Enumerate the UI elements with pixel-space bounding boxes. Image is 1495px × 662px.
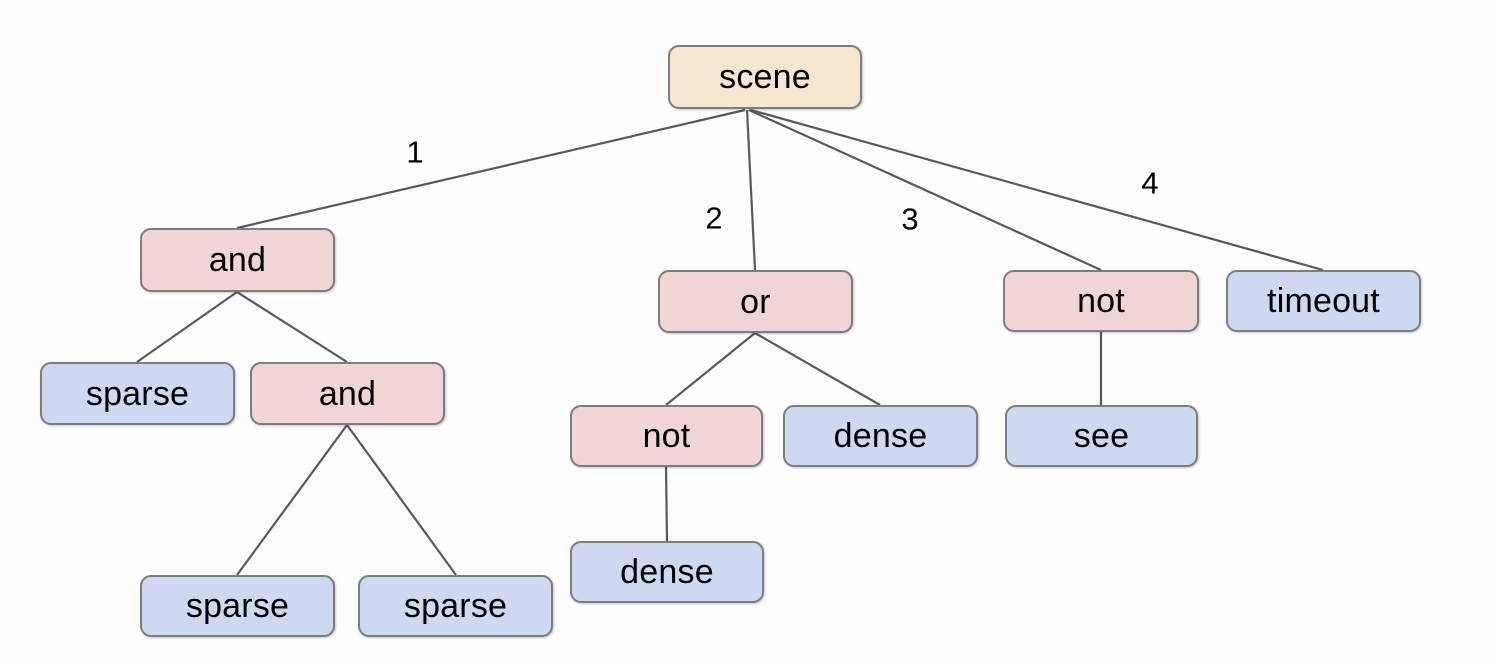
- tree-edge-scene-to-timeout1: [750, 108, 1324, 272]
- tree-node-dense1[interactable]: dense: [783, 405, 978, 467]
- tree-node-label: dense: [620, 553, 714, 591]
- tree-node-sparse1[interactable]: sparse: [40, 362, 235, 425]
- edge-label-4: 4: [1141, 165, 1159, 201]
- tree-node-label: and: [208, 241, 267, 279]
- tree-node-scene[interactable]: scene: [668, 45, 862, 109]
- tree-edge-scene-to-or1: [745, 109, 757, 271]
- tree-node-timeout1[interactable]: timeout: [1226, 270, 1421, 332]
- tree-node-label: and: [318, 374, 377, 413]
- tree-node-label: sparse: [403, 587, 508, 625]
- tree-node-not2[interactable]: not: [1003, 270, 1199, 332]
- tree-edge-or1-to-dense1: [754, 332, 881, 406]
- tree-edge-and2-to-sparse2: [236, 424, 348, 576]
- tree-node-label: see: [1073, 417, 1130, 455]
- tree-node-sparse3[interactable]: sparse: [358, 575, 553, 637]
- tree-node-label: not: [642, 417, 691, 455]
- tree-node-label: not: [1077, 282, 1125, 320]
- tree-node-label: scene: [719, 58, 811, 96]
- tree-node-label: sparse: [185, 587, 290, 625]
- tree-node-or1[interactable]: or: [658, 270, 853, 333]
- tree-edge-and1-to-and2: [236, 291, 348, 363]
- tree-node-label: sparse: [85, 374, 190, 413]
- tree-node-dense2[interactable]: dense: [570, 541, 764, 603]
- tree-edge-scene-to-and1: [236, 108, 746, 230]
- tree-edge-scene-to-not2: [748, 108, 1102, 272]
- tree-node-and2[interactable]: and: [250, 362, 445, 425]
- tree-node-and1[interactable]: and: [140, 228, 335, 292]
- tree-node-label: dense: [833, 417, 928, 455]
- tree-node-not1[interactable]: not: [570, 405, 763, 467]
- tree-edge-and1-to-sparse1: [136, 291, 238, 363]
- tree-node-label: or: [740, 282, 771, 321]
- edge-label-2: 2: [705, 200, 723, 236]
- edge-label-1: 1: [406, 134, 424, 170]
- tree-edge-or1-to-not1: [665, 332, 756, 406]
- edge-label-3: 3: [901, 201, 919, 237]
- tree-edge-and2-to-sparse3: [346, 424, 457, 576]
- tree-node-label: timeout: [1267, 282, 1380, 320]
- tree-node-sparse2[interactable]: sparse: [140, 575, 335, 637]
- tree-node-see1[interactable]: see: [1005, 405, 1198, 467]
- tree-edge-not1-to-dense2: [664, 466, 669, 542]
